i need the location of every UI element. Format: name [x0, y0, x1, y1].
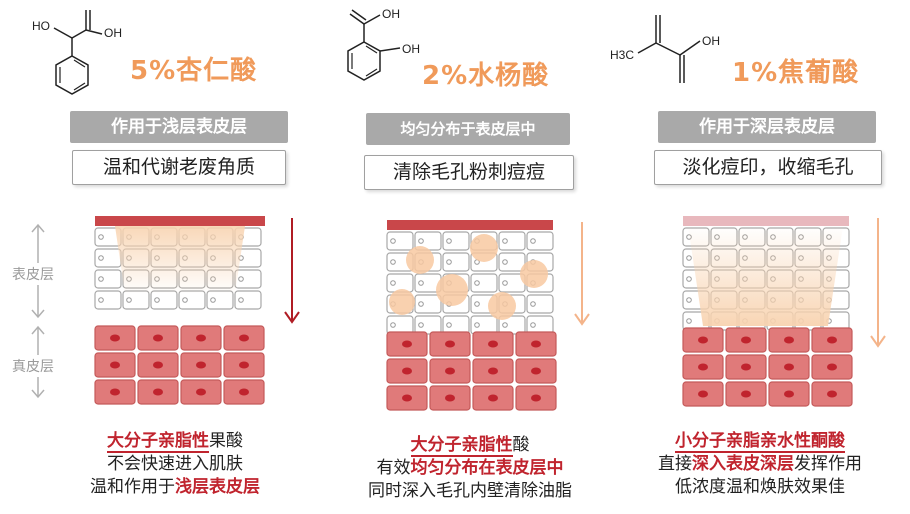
desc-line-2: 不会快速进入肌肤 [107, 454, 243, 474]
desc-line-1: 大分子亲脂性酸 [410, 435, 530, 457]
column-salicylic-acid: OH OH 2%水杨酸 均匀分布于表皮层中 清除毛孔粉刺痘痘 大分子亲脂性酸 [320, 0, 620, 514]
action-label: 均匀分布于表皮层中 [366, 113, 570, 145]
desc-line-3: 低浓度温和焕肤效果佳 [675, 477, 845, 497]
mol-label-h3c: H3C [610, 48, 634, 62]
mandelic-acid-molecule-icon: HO OH [32, 10, 122, 95]
epidermis-cell [442, 252, 470, 272]
epidermis-cell [498, 252, 526, 272]
epidermis-cell [94, 269, 122, 289]
epidermis-cell [526, 231, 554, 251]
column-title: 2%水杨酸 [422, 61, 550, 91]
action-label: 作用于浅层表皮层 [70, 111, 288, 143]
column-mandelic-acid: HO OH 5%杏仁酸 作用于浅层表皮层 温和代谢老废角质 大分子亲脂性果酸 [30, 0, 330, 514]
effect-label: 清除毛孔粉刺痘痘 [364, 155, 574, 190]
action-label: 作用于深层表皮层 [658, 111, 876, 143]
epidermis-cell [498, 231, 526, 251]
mol-label-oh: OH [702, 34, 720, 48]
mol-label-oh-2: OH [402, 42, 420, 56]
penetration-arrow-icon [870, 218, 886, 348]
column-title: 1%焦葡酸 [732, 58, 860, 88]
mol-label-oh: OH [104, 26, 122, 40]
mol-label-oh-1: OH [382, 7, 400, 21]
desc-line-3: 同时深入毛孔内壁清除油脂 [368, 481, 572, 501]
description: 小分子亲脂亲水性酮酸 直接深入表皮深层发挥作用 低浓度温和焕肤效果佳 [610, 430, 910, 499]
description: 大分子亲脂性酸 有效均匀分布在表皮层中 同时深入毛孔内壁清除油脂 [320, 434, 620, 503]
epidermis-cell [386, 231, 414, 251]
mol-label-ho: HO [32, 19, 50, 33]
description: 大分子亲脂性果酸 不会快速进入肌肤 温和作用于浅层表皮层 [25, 430, 325, 499]
penetration-arrow-icon [574, 222, 590, 326]
desc-line-3: 温和作用于浅层表皮层 [90, 477, 260, 497]
epidermis-cell [234, 290, 262, 310]
skin-diagram-mandelic [94, 216, 265, 405]
stratum-corneum [95, 216, 265, 226]
penetration-arrow-icon [284, 218, 300, 324]
stratum-corneum [683, 216, 849, 226]
dermis-label: 真皮层 [12, 355, 54, 377]
stratum-corneum [387, 220, 553, 230]
effect-label: 温和代谢老废角质 [72, 150, 286, 185]
effect-label: 淡化痘印，收缩毛孔 [654, 150, 882, 185]
distribution-glow [389, 234, 548, 320]
salicylic-acid-molecule-icon: OH OH [347, 7, 420, 81]
epidermis-cell [442, 231, 470, 251]
epidermis-cell [414, 315, 442, 335]
epidermis-cell [414, 294, 442, 314]
pyruvic-acid-molecule-icon: H3C OH [610, 15, 720, 83]
epidermis-label: 表皮层 [12, 263, 54, 285]
epidermis-cell [470, 273, 498, 293]
desc-line-1: 大分子亲脂性果酸 [107, 431, 243, 453]
epidermis-cell [94, 290, 122, 310]
column-pyruvic-acid: H3C OH 1%焦葡酸 作用于深层表皮层 淡化痘印，收缩毛孔 小分子亲脂亲水性… [610, 0, 910, 514]
epidermis-cell [526, 294, 554, 314]
skin-diagram-salicylic [386, 220, 557, 411]
desc-line-1: 小分子亲脂亲水性酮酸 [675, 431, 845, 453]
penetration-glow [115, 226, 245, 294]
skin-diagram-pyruvic [682, 216, 853, 407]
column-title: 5%杏仁酸 [130, 56, 258, 86]
desc-line-2: 有效均匀分布在表皮层中 [376, 458, 564, 478]
penetration-glow [688, 226, 843, 326]
desc-line-2: 直接深入表皮深层发挥作用 [658, 454, 862, 474]
